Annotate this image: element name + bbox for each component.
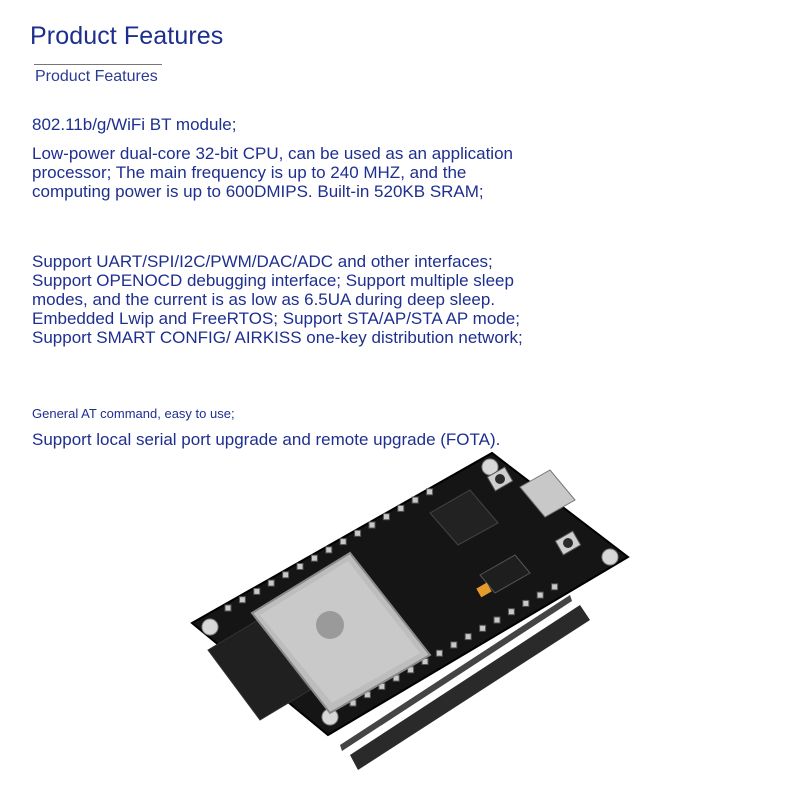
usb-uart-chip (429, 489, 499, 546)
feature-interfaces: Support UART/SPI/I2C/PWM/DAC/ADC and oth… (32, 252, 523, 347)
header-pin (310, 554, 318, 562)
tantalum-capacitor (476, 582, 492, 598)
page-subtitle: Product Features (35, 68, 158, 85)
header-pin (282, 571, 290, 579)
header-pin (479, 624, 487, 632)
feature-wifi-bt: 802.11b/g/WiFi BT module; (32, 115, 237, 134)
mount-hole (601, 548, 619, 566)
mount-hole (201, 618, 219, 636)
header-pin (493, 616, 501, 624)
header-pin (253, 587, 261, 595)
voltage-regulator (479, 554, 531, 594)
header-pin (224, 604, 232, 612)
header-pin (450, 641, 458, 649)
esp32-board-illustration (190, 451, 630, 770)
micro-usb-port (519, 469, 576, 518)
bottom-header-pins (340, 595, 590, 770)
header-pin (507, 608, 515, 616)
feature-cpu: Low-power dual-core 32-bit CPU, can be u… (32, 144, 513, 201)
espressif-logo-icon (316, 611, 344, 639)
header-pin (464, 633, 472, 641)
header-pin (397, 504, 405, 512)
header-pin (435, 649, 443, 657)
antenna-area (207, 619, 311, 721)
title-divider (34, 64, 162, 65)
feature-at-command: General AT command, easy to use; (32, 406, 235, 421)
header-pin (267, 579, 275, 587)
top-header-pins (224, 488, 434, 612)
header-pin (426, 488, 434, 496)
header-pin (411, 496, 419, 504)
header-pin (296, 563, 304, 570)
header-pin (354, 529, 362, 537)
header-pin (536, 591, 544, 599)
header-pin (238, 596, 246, 604)
header-pin (368, 521, 376, 529)
header-pin (551, 583, 559, 591)
header-pin (339, 538, 347, 546)
header-pin (382, 513, 390, 521)
header-pin (325, 546, 333, 554)
esp32-board-image (180, 445, 640, 785)
page-title: Product Features (30, 22, 224, 50)
header-pin (522, 599, 530, 607)
feature-fota: Support local serial port upgrade and re… (32, 430, 501, 449)
